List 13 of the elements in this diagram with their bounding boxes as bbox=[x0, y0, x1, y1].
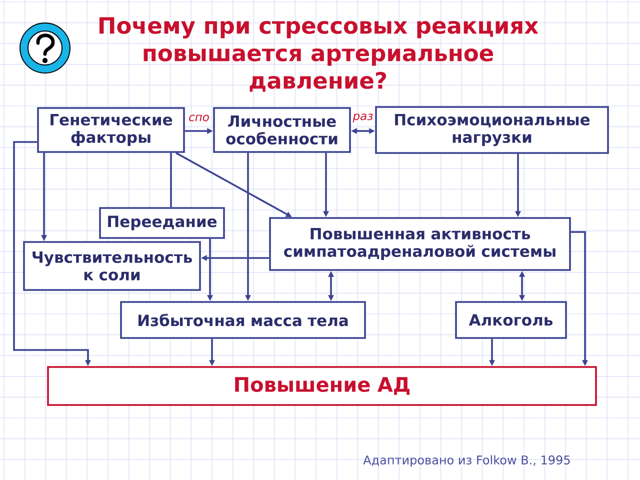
edge-label: спо bbox=[188, 114, 210, 122]
process-box: Психоэмоциональные нагрузки bbox=[375, 106, 609, 154]
title: Почему при стрессовых реакциях повышается артериальное давление? bbox=[100, 17, 538, 92]
process-box: Повышенная активность симпатоадреналовой системы bbox=[269, 217, 571, 271]
result-box: Повышение АД bbox=[47, 366, 597, 406]
process-box: Избыточная масса тела bbox=[120, 301, 366, 339]
edge-label: раз bbox=[352, 112, 374, 124]
process-box: Чувствительность к соли bbox=[23, 241, 201, 291]
source-note: Адаптировано из Folkow B., 1995 bbox=[363, 455, 570, 467]
process-box: Алкоголь bbox=[455, 301, 567, 339]
process-box: Переедание bbox=[99, 207, 225, 239]
process-box: Генетические факторы bbox=[37, 107, 185, 153]
process-box: Личностные особенности bbox=[213, 107, 351, 153]
